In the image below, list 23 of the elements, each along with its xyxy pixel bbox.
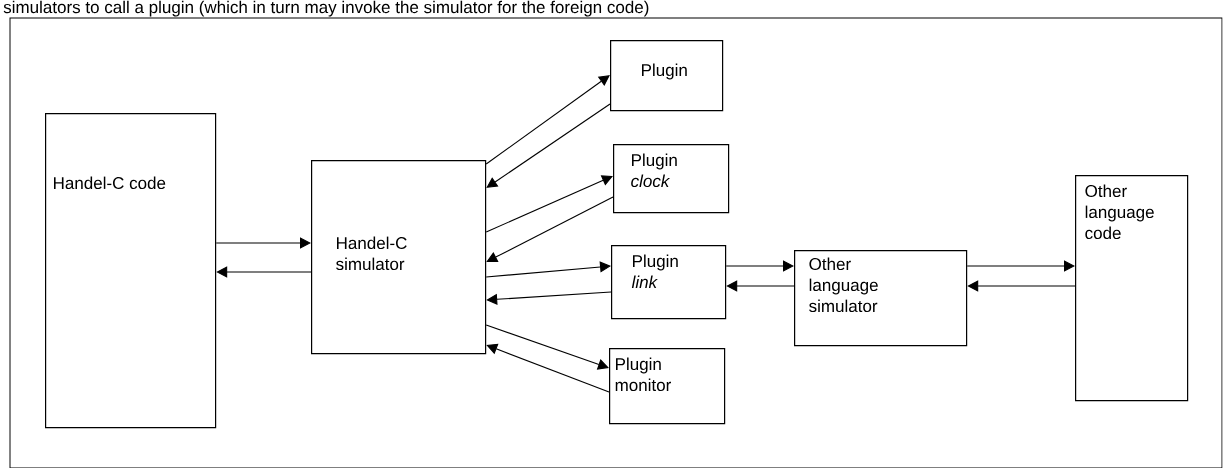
box: Other language simulator xyxy=(794,250,968,347)
arrow xyxy=(216,266,312,278)
box: Other language code xyxy=(1075,175,1189,402)
arrow xyxy=(486,291,612,305)
box: Plugin clock xyxy=(613,144,730,214)
box: Plugin monitor xyxy=(609,348,726,425)
arrow xyxy=(215,237,311,249)
arrow xyxy=(485,324,609,370)
box: Handel-C code xyxy=(45,113,217,429)
arrow xyxy=(966,260,1075,272)
arrow xyxy=(485,261,611,278)
box: Handel-C simulator xyxy=(311,160,487,355)
arrow xyxy=(486,343,610,393)
arrow xyxy=(486,103,611,188)
box: Plugin xyxy=(610,40,724,112)
caption-text: simulators to call a plugin (which in turn may invoke the simulator for the foreign code) xyxy=(3,0,649,17)
arrow xyxy=(485,175,613,233)
arrow xyxy=(726,280,795,292)
arrow xyxy=(967,280,1076,292)
arrow xyxy=(725,260,794,272)
arrow xyxy=(486,196,614,262)
box: Plugin link xyxy=(611,245,727,320)
arrow xyxy=(485,75,610,165)
